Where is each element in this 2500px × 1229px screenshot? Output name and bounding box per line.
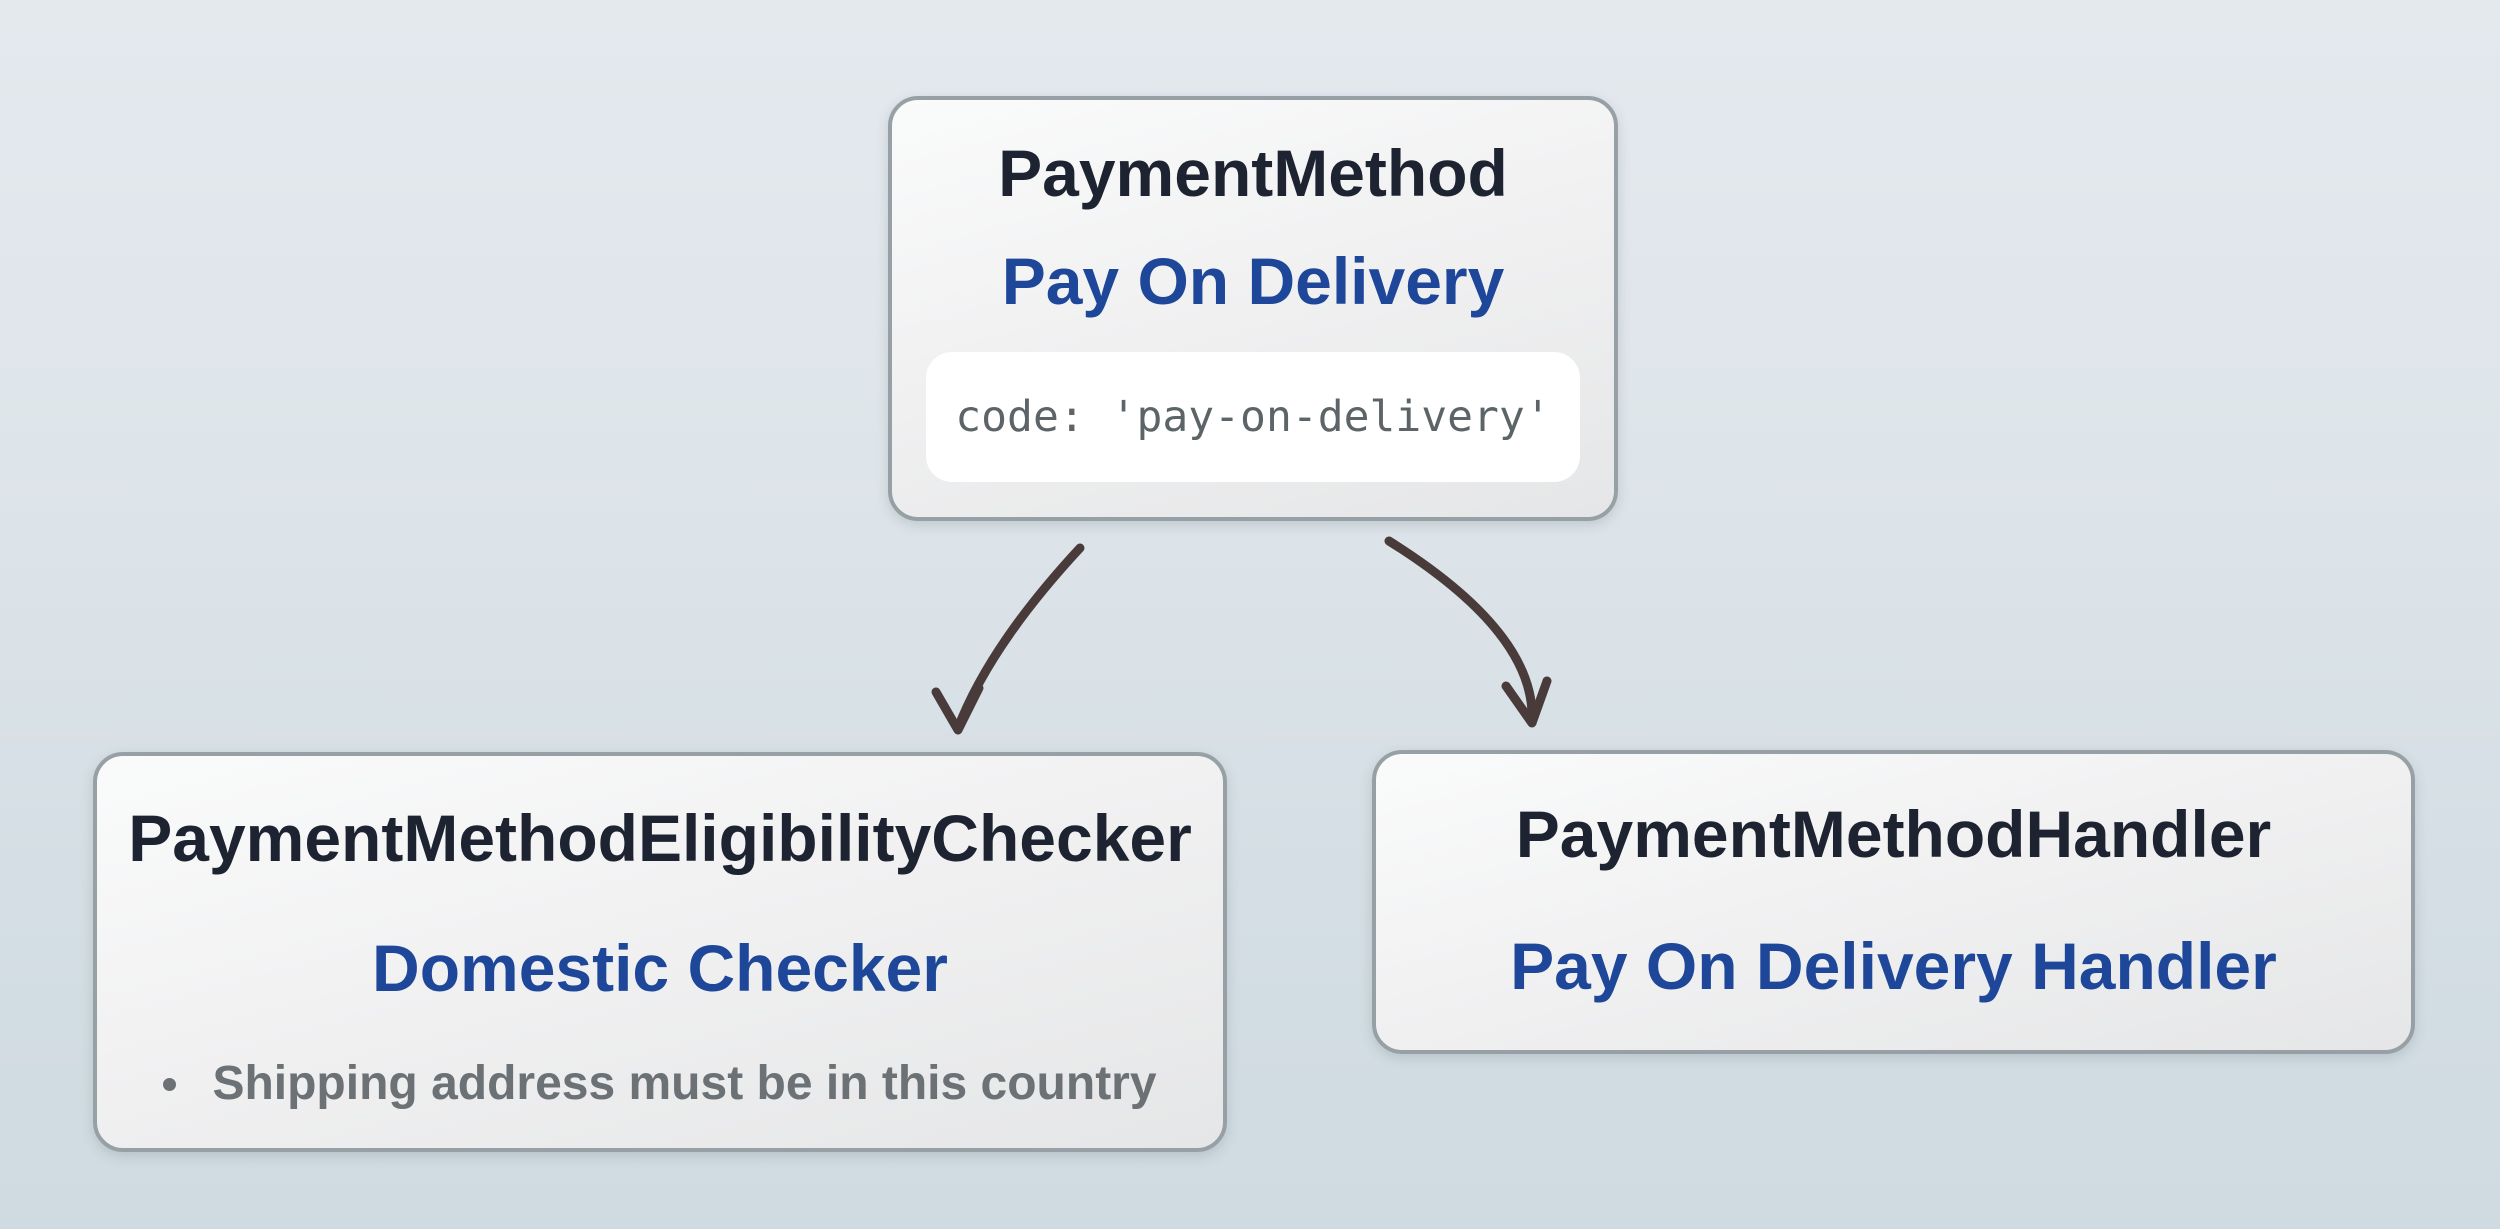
node-payment-method-handler: PaymentMethodHandler Pay On Delivery Han… bbox=[1372, 750, 2415, 1054]
node-title: PaymentMethodEligibilityChecker bbox=[128, 801, 1192, 875]
edge-payment-to-handler bbox=[1384, 536, 1552, 728]
code-badge: code: 'pay-on-delivery' bbox=[926, 352, 1580, 482]
code-text: code: 'pay-on-delivery' bbox=[955, 392, 1551, 442]
node-subtitle: Pay On Delivery Handler bbox=[1510, 929, 2277, 1003]
arrowhead-icon bbox=[931, 683, 984, 735]
edge-line bbox=[1384, 536, 1537, 726]
bullet-dot bbox=[163, 1077, 177, 1091]
node-subtitle: Pay On Delivery bbox=[1001, 244, 1505, 318]
bullet-item: Shipping address must be in this country bbox=[163, 1056, 1157, 1112]
node-payment-method: PaymentMethod Pay On Delivery code: 'pay… bbox=[888, 96, 1618, 521]
edge-line bbox=[953, 543, 1085, 733]
node-payment-method-eligibility-checker: PaymentMethodEligibilityChecker Domestic… bbox=[93, 752, 1227, 1152]
node-title: PaymentMethod bbox=[998, 136, 1508, 210]
edge-payment-to-checker bbox=[931, 543, 1085, 735]
arrowhead-icon bbox=[1501, 676, 1552, 728]
bullet-text: Shipping address must be in this country bbox=[212, 1057, 1157, 1110]
node-title: PaymentMethodHandler bbox=[1515, 797, 2272, 871]
node-subtitle: Domestic Checker bbox=[372, 931, 948, 1005]
